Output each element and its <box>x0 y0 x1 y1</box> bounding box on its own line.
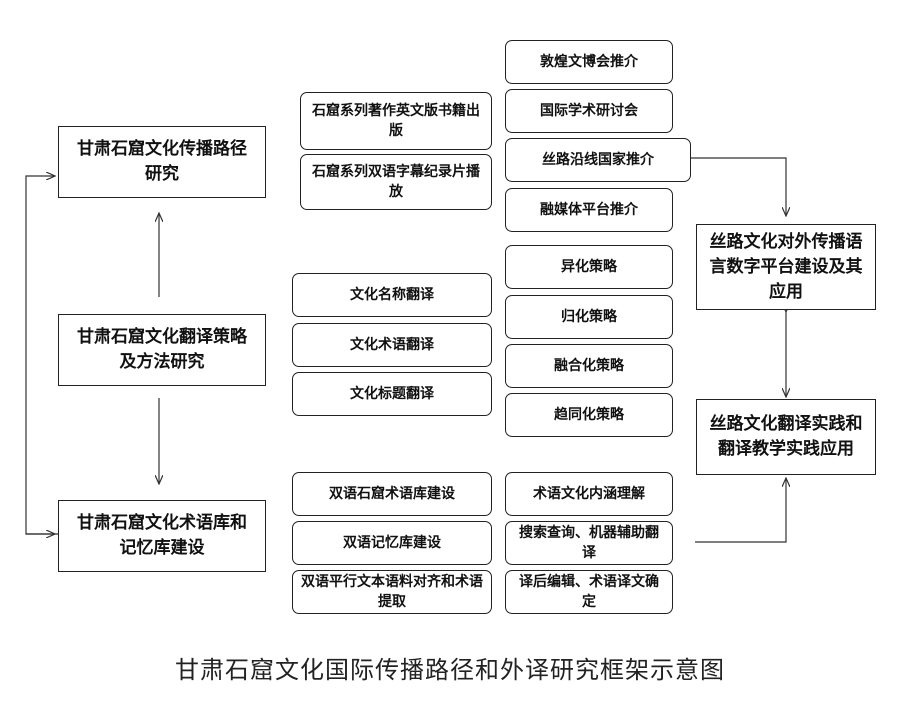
publication-item-label: 石窟系列双语字幕纪录片播放 <box>312 164 480 200</box>
strategy-item-label: 趋同化策略 <box>554 407 624 423</box>
promotion-item-label: 丝路沿线国家推介 <box>542 152 654 168</box>
promotion-item: 国际学术研讨会 <box>505 89 673 133</box>
database-item: 双语记忆库建设 <box>292 521 492 565</box>
translation-object-item: 文化术语翻译 <box>292 323 492 367</box>
translation-strategy-research-label: 甘肃石窟文化翻译策略及方法研究 <box>77 327 247 372</box>
term-memory-database-label: 甘肃石窟文化术语库和记忆库建设 <box>77 513 247 558</box>
strategy-item: 融合化策略 <box>505 344 673 388</box>
promotion-item: 丝路沿线国家推介 <box>505 138 691 182</box>
publication-item: 石窟系列著作英文版书籍出版 <box>300 92 492 150</box>
promotion-item: 融媒体平台推介 <box>505 188 673 232</box>
translation-object-item-label: 文化名称翻译 <box>350 287 434 303</box>
translation-object-item: 文化标题翻译 <box>292 372 492 416</box>
communication-path-research-label: 甘肃石窟文化传播路径研究 <box>77 139 247 184</box>
communication-path-research-box: 甘肃石窟文化传播路径研究 <box>58 126 266 198</box>
database-item-label: 双语记忆库建设 <box>343 535 441 551</box>
arrow-promotion-to-platform <box>691 157 786 216</box>
translation-object-item: 文化名称翻译 <box>292 273 492 317</box>
translation-strategy-research-box: 甘肃石窟文化翻译策略及方法研究 <box>58 314 266 386</box>
arrow-process-to-practice <box>695 478 786 543</box>
feedback-arrow-to-path <box>25 176 58 535</box>
database-item: 双语石窟术语库建设 <box>292 472 492 516</box>
translation-object-item-label: 文化标题翻译 <box>350 386 434 402</box>
strategy-item: 异化策略 <box>505 245 673 289</box>
strategy-item-label: 异化策略 <box>561 259 617 275</box>
process-item: 搜索查询、机器辅助翻译 <box>505 521 673 565</box>
translation-practice-label: 丝路文化翻译实践和翻译教学实践应用 <box>709 414 863 459</box>
process-item: 译后编辑、术语译文确定 <box>505 570 673 614</box>
promotion-item: 敦煌文博会推介 <box>505 40 673 84</box>
database-item-label: 双语石窟术语库建设 <box>329 486 455 502</box>
strategy-item-label: 融合化策略 <box>554 358 624 374</box>
publication-item-label: 石窟系列著作英文版书籍出版 <box>312 103 480 139</box>
strategy-item: 趋同化策略 <box>505 393 673 437</box>
strategy-item-label: 归化策略 <box>561 309 617 325</box>
translation-object-item-label: 文化术语翻译 <box>350 337 434 353</box>
digital-platform-label: 丝路文化对外传播语言数字平台建设及其应用 <box>709 231 863 302</box>
strategy-item: 归化策略 <box>505 295 673 339</box>
database-item-label: 双语平行文本语料对齐和术语提取 <box>301 574 483 610</box>
database-item: 双语平行文本语料对齐和术语提取 <box>292 570 492 614</box>
figure-caption: 甘肃石窟文化国际传播路径和外译研究框架示意图 <box>175 656 725 684</box>
publication-item: 石窟系列双语字幕纪录片播放 <box>300 154 492 210</box>
promotion-item-label: 融媒体平台推介 <box>540 202 638 218</box>
translation-practice-box: 丝路文化翻译实践和翻译教学实践应用 <box>696 399 876 475</box>
digital-platform-box: 丝路文化对外传播语言数字平台建设及其应用 <box>696 224 876 310</box>
promotion-item-label: 国际学术研讨会 <box>540 103 638 119</box>
term-memory-database-box: 甘肃石窟文化术语库和记忆库建设 <box>58 500 266 572</box>
promotion-item-label: 敦煌文博会推介 <box>540 54 638 70</box>
process-item: 术语文化内涵理解 <box>505 472 673 516</box>
process-item-label: 译后编辑、术语译文确定 <box>519 574 659 610</box>
process-item-label: 搜索查询、机器辅助翻译 <box>519 525 659 561</box>
process-item-label: 术语文化内涵理解 <box>533 486 645 502</box>
